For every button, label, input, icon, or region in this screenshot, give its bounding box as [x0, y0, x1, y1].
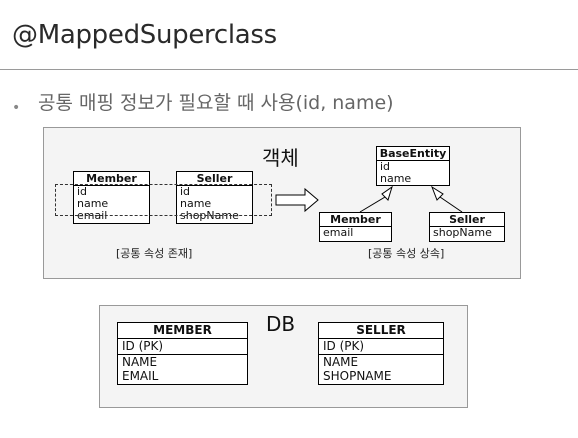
- seller-inherit-head: [430, 185, 444, 201]
- seller-table-name: SELLER: [319, 323, 443, 339]
- member-field-id: id: [77, 186, 88, 198]
- member-child-class-name: Member: [320, 213, 391, 227]
- seller-child-class-name: Seller: [430, 213, 504, 227]
- seller-field-name: name: [180, 198, 212, 210]
- seller-class-name: Seller: [177, 172, 252, 186]
- member-table-col-name: NAME: [122, 355, 158, 369]
- seller-table-col-shopname: SHOPNAME: [323, 369, 392, 383]
- member-class-name: Member: [74, 172, 149, 186]
- db-label: DB: [266, 312, 296, 336]
- member-field-name: name: [77, 198, 109, 210]
- seller-table-pk: ID (PK): [319, 339, 443, 355]
- object-label: 객체: [262, 146, 299, 170]
- page-title: @MappedSuperclass: [12, 20, 277, 50]
- base-entity-field-id: id: [380, 161, 391, 173]
- common-fields-highlight: [55, 184, 272, 216]
- base-entity-class-box: BaseEntity id name: [376, 146, 450, 186]
- member-table-pk: ID (PK): [118, 339, 247, 355]
- base-entity-class-name: BaseEntity: [377, 147, 449, 161]
- member-inherit-line: [359, 196, 386, 213]
- seller-child-class-box: Seller shopName: [429, 212, 505, 242]
- member-child-field-email: email: [323, 227, 354, 239]
- before-caption: [공통 속성 존재]: [116, 247, 193, 260]
- member-table-box: MEMBER ID (PK) NAME EMAIL: [117, 322, 248, 385]
- after-caption: [공통 속성 상속]: [368, 247, 445, 260]
- transform-arrow: [275, 187, 319, 213]
- member-table-col-email: EMAIL: [122, 369, 159, 383]
- seller-table-box: SELLER ID (PK) NAME SHOPNAME: [318, 322, 444, 385]
- member-table-name: MEMBER: [118, 323, 247, 339]
- title-divider: [0, 69, 578, 70]
- bullet-marker: •: [12, 100, 21, 116]
- seller-field-id: id: [180, 186, 191, 198]
- seller-table-col-name: NAME: [323, 355, 359, 369]
- seller-inherit-line: [439, 196, 463, 213]
- seller-child-field-shopname: shopName: [433, 227, 492, 239]
- base-entity-field-name: name: [380, 173, 412, 185]
- member-child-class-box: Member email: [319, 212, 392, 242]
- member-inherit-head: [381, 185, 393, 201]
- bullet-text: 공통 매핑 정보가 필요할 때 사용(id, name): [38, 92, 394, 114]
